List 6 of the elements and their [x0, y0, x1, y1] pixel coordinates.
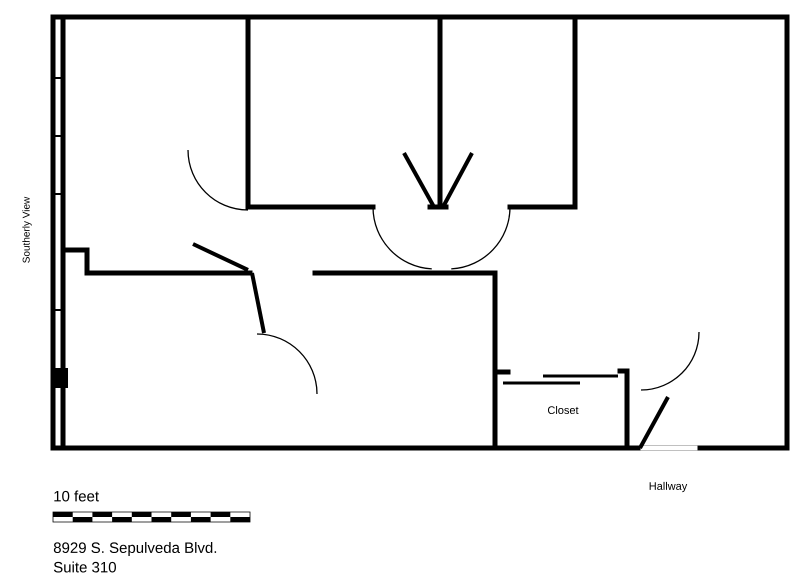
- room-label: Closet: [548, 406, 578, 414]
- hallway-label: Hallway: [650, 482, 688, 492]
- view-label: Southerly View: [22, 196, 32, 263]
- scale-label: 10 feet: [54, 490, 99, 502]
- address-line: Suite 310: [54, 561, 116, 572]
- address-line: 8929 S. Sepulveda Blvd.: [54, 542, 216, 556]
